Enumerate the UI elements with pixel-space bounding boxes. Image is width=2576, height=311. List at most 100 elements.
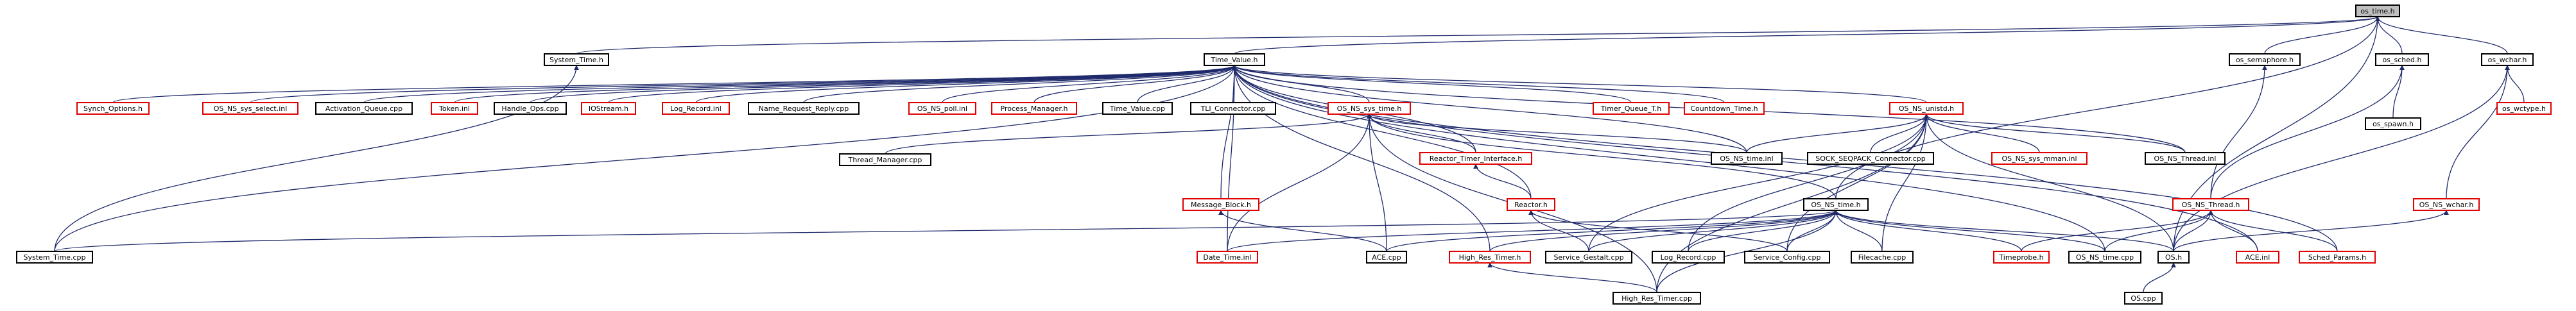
- node-service-gestalt-cpp[interactable]: Service_Gestalt.cpp: [1545, 251, 1632, 264]
- edge-os-ns-time-h-to-timeprobe-h: [1833, 210, 2022, 252]
- node-date-time-inl[interactable]: Date_Time.inl: [1197, 251, 1258, 264]
- node-os-ns-sys-select-inl[interactable]: OS_NS_sys_select.inl: [202, 102, 298, 115]
- edge-time-value-h-to-message-block-h: [1220, 65, 1237, 199]
- edge-time-value-h-to-date-time-inl: [1227, 65, 1237, 252]
- node-label: Sched_Params.h: [2308, 253, 2366, 262]
- node-time-value-h[interactable]: Time_Value.h: [1204, 53, 1265, 66]
- node-box: [16, 251, 93, 264]
- node-countdown-time-h[interactable]: Countdown_Time.h: [1684, 102, 1765, 115]
- node-handle-ops-cpp[interactable]: Handle_Ops.cpp: [494, 102, 567, 115]
- node-label: Time_Value.h: [1210, 56, 1258, 64]
- node-box: [202, 102, 298, 115]
- node-os-ns-sys-mman-inl[interactable]: OS_NS_sys_mman.inl: [1991, 152, 2088, 165]
- node-log-record-inl[interactable]: Log_Record.inl: [662, 102, 730, 115]
- node-reactor-timer-interface-h[interactable]: Reactor_Timer_Interface.h: [1419, 152, 1532, 165]
- node-os-h[interactable]: OS.h: [2157, 251, 2190, 264]
- node-os-semaphore-h[interactable]: os_semaphore.h: [2229, 53, 2301, 66]
- node-iostream-h[interactable]: IOStream.h: [581, 102, 636, 115]
- node-os-wchar-h[interactable]: os_wchar.h: [2481, 53, 2534, 66]
- node-box: [1366, 251, 1407, 264]
- edge-time-value-h-to-time-value-cpp: [1137, 65, 1237, 103]
- node-os-ns-thread-inl[interactable]: OS_NS_Thread.inl: [2145, 152, 2226, 165]
- node-label: os_wchar.h: [2488, 56, 2527, 64]
- node-box: [544, 53, 609, 66]
- edge-os-wchar-h-to-os-ns-wchar-h: [2446, 65, 2510, 199]
- node-ace-cpp[interactable]: ACE.cpp: [1366, 251, 1407, 264]
- node-activation-queue-cpp[interactable]: Activation_Queue.cpp: [315, 102, 413, 115]
- node-timeprobe-h[interactable]: Timeprobe.h: [1993, 251, 2050, 264]
- node-os-cpp[interactable]: OS.cpp: [2124, 292, 2163, 305]
- node-os-wctype-h[interactable]: os_wctype.h: [2496, 102, 2552, 115]
- edge-reactor-h-to-service-config-cpp: [1528, 210, 1788, 252]
- node-os-ns-unistd-h[interactable]: OS_NS_unistd.h: [1889, 102, 1964, 115]
- node-os-spawn-h[interactable]: os_spawn.h: [2365, 117, 2421, 130]
- node-os-ns-time-cpp[interactable]: OS_NS_time.cpp: [2068, 251, 2141, 264]
- node-box: [2124, 292, 2163, 305]
- node-name-request-reply-cpp[interactable]: Name_Request_Reply.cpp: [748, 102, 860, 115]
- node-tli-connector-cpp[interactable]: TLI_Connector.cpp: [1190, 102, 1276, 115]
- node-high-res-timer-h[interactable]: High_Res_Timer.h: [1449, 251, 1531, 264]
- edge-time-value-h-to-token-inl: [454, 65, 1237, 103]
- node-synch-options-h[interactable]: Synch_Options.h: [76, 102, 150, 115]
- node-ace-inl[interactable]: ACE.inl: [2236, 251, 2279, 264]
- node-log-record-cpp[interactable]: Log_Record.cpp: [1652, 251, 1725, 264]
- node-box: [2365, 117, 2421, 130]
- node-label: OS_NS_unistd.h: [1899, 105, 1954, 113]
- node-label: IOStream.h: [589, 105, 628, 113]
- edge-os-ns-time-h-to-service-config-cpp: [1786, 210, 1838, 252]
- node-sched-params-h[interactable]: Sched_Params.h: [2299, 251, 2376, 264]
- edge-os-ns-sys-time-h-to-thread-manager-cpp: [885, 113, 1372, 155]
- node-label: OS_NS_time.inl: [1720, 155, 1773, 163]
- node-box: [1204, 53, 1265, 66]
- node-os-ns-wchar-h[interactable]: OS_NS_wchar.h: [2413, 198, 2480, 211]
- node-thread-manager-cpp[interactable]: Thread_Manager.cpp: [839, 153, 931, 166]
- node-high-res-timer-cpp[interactable]: High_Res_Timer.cpp: [1612, 292, 1701, 305]
- node-box: [2355, 4, 2400, 17]
- node-filecache-cpp[interactable]: Filecache.cpp: [1851, 251, 1914, 264]
- node-box: [431, 102, 478, 115]
- node-label: Process_Manager.h: [1001, 105, 1068, 113]
- node-process-manager-h[interactable]: Process_Manager.h: [991, 102, 1077, 115]
- node-os-ns-poll-inl[interactable]: OS_NS_poll.inl: [908, 102, 976, 115]
- edge-os-ns-unistd-h-to-service-gestalt-cpp: [1588, 113, 1929, 252]
- edge-os-ns-sys-time-h-to-os-ns-time-inl: [1367, 113, 1747, 153]
- node-box: [2413, 198, 2480, 211]
- node-os-ns-time-inl[interactable]: OS_NS_time.inl: [1711, 152, 1783, 165]
- node-service-config-cpp[interactable]: Service_Config.cpp: [1744, 251, 1830, 264]
- node-label: OS_NS_time.h: [1811, 201, 1860, 209]
- edge-os-ns-thread-h-to-timeprobe-h: [2021, 210, 2213, 252]
- node-system-time-cpp[interactable]: System_Time.cpp: [16, 251, 93, 264]
- node-os-ns-time-h[interactable]: OS_NS_time.h: [1803, 198, 1869, 211]
- node-token-inl[interactable]: Token.inl: [431, 102, 478, 115]
- node-label: Thread_Manager.cpp: [848, 156, 922, 164]
- node-os-sched-h[interactable]: os_sched.h: [2375, 53, 2429, 66]
- node-box: [1449, 251, 1531, 264]
- node-box: [315, 102, 413, 115]
- node-label: OS_NS_poll.inl: [917, 105, 967, 113]
- edge-system-time-h-to-system-time-cpp: [54, 65, 579, 252]
- edge-reactor-timer-interface-h-to-reactor-h: [1473, 164, 1532, 199]
- node-timer-queue-t-h[interactable]: Timer_Queue_T.h: [1593, 102, 1670, 115]
- node-label: Filecache.cpp: [1858, 253, 1906, 262]
- node-system-time-h[interactable]: System_Time.h: [544, 53, 609, 66]
- node-label: OS_NS_time.cpp: [2076, 253, 2134, 262]
- edge-os-ns-sys-time-h-to-ace-cpp: [1367, 113, 1387, 252]
- edge-os-ns-time-h-to-os-h: [1833, 210, 2174, 252]
- edge-time-value-h-to-process-manager-h: [1033, 65, 1237, 103]
- node-box: [1807, 152, 1934, 165]
- node-message-block-h[interactable]: Message_Block.h: [1182, 198, 1259, 211]
- edge-time-value-h-to-synch-options-h: [112, 65, 1237, 103]
- node-sock-seqpack-connector-cpp[interactable]: SOCK_SEQPACK_Connector.cpp: [1807, 152, 1934, 165]
- node-os-ns-sys-time-h[interactable]: OS_NS_sys_time.h: [1327, 102, 1411, 115]
- edge-os-ns-time-h-to-date-time-inl: [1227, 210, 1838, 252]
- node-label: Time_Value.cpp: [1109, 105, 1165, 113]
- node-reactor-h[interactable]: Reactor.h: [1507, 198, 1555, 211]
- node-box: [1993, 251, 2050, 264]
- node-box: [1197, 251, 1258, 264]
- dependency-edges: [54, 16, 2525, 293]
- node-os-ns-thread-h[interactable]: OS_NS_Thread.h: [2172, 198, 2249, 211]
- node-label: ACE.cpp: [1372, 253, 1401, 262]
- edge-os-sched-h-to-os-spawn-h: [2392, 65, 2405, 119]
- node-time-value-cpp[interactable]: Time_Value.cpp: [1102, 102, 1173, 115]
